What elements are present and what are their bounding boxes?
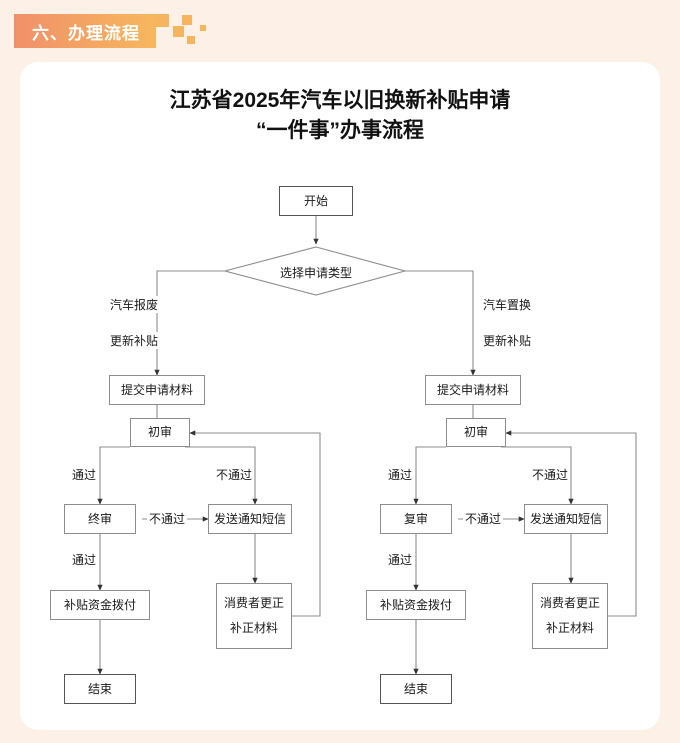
decision-diamond [222,246,408,296]
node-start[interactable]: 开始 [279,186,353,216]
node-right-second-review[interactable]: 复审 [380,504,452,534]
deco-square-5 [200,25,206,31]
node-left-correction-line-1: 消费者更正 [223,596,284,610]
node-right-correction[interactable]: 消费者更正 补正材料 [532,583,608,649]
edge-label-left-fail-1: 不通过 [214,466,255,483]
node-right-correction-line-2: 补正材料 [545,621,594,635]
node-right-first-review[interactable]: 初审 [446,418,506,447]
node-left-correction-line-2: 补正材料 [229,621,278,635]
edge-label-right-branch-1: 汽车置换 [481,296,534,313]
node-left-end[interactable]: 结束 [64,674,136,704]
edge-label-right-fail-2: 不通过 [463,510,504,527]
edge-label-left-pass-1: 通过 [70,466,99,483]
node-right-payout[interactable]: 补贴资金拨付 [366,590,466,620]
edge-label-right-fail-1: 不通过 [530,466,571,483]
node-left-first-review[interactable]: 初审 [130,418,190,447]
deco-square-4 [187,36,195,44]
page-title-line-2: “一件事”办事流程 [256,119,424,142]
edge-label-left-branch-1: 汽车报废 [108,296,161,313]
page-title: 江苏省2025年汽车以旧换新补贴申请 “一件事”办事流程 [20,86,660,146]
flowchart-canvas: 开始 选择申请类型 汽车报废 更新补贴 汽车置换 更新补贴 提交申请材料 初审 … [20,62,660,730]
edge-label-right-pass-2: 通过 [386,551,415,568]
node-left-submit[interactable]: 提交申请材料 [109,375,205,405]
section-badge: 六、办理流程 [14,14,156,48]
edge-label-right-branch-2: 更新补贴 [481,332,534,349]
badge-decoration-squares [156,14,216,48]
node-right-sms[interactable]: 发送通知短信 [524,504,608,534]
deco-square-3 [182,15,192,25]
edge-label-right-pass-1: 通过 [386,466,415,483]
node-left-correction[interactable]: 消费者更正 补正材料 [216,583,292,649]
node-decision[interactable]: 选择申请类型 [279,266,352,280]
edge-label-left-pass-2: 通过 [70,551,99,568]
section-header: 六、办理流程 [14,14,216,48]
page-title-line-1: 江苏省2025年汽车以旧换新补贴申请 [169,89,511,112]
edge-label-left-branch-2: 更新补贴 [108,332,161,349]
edge-label-left-fail-2: 不通过 [147,510,188,527]
section-badge-label: 六、办理流程 [32,23,140,43]
deco-square-1 [156,14,169,27]
node-right-correction-line-1: 消费者更正 [539,596,600,610]
flowchart-card: 江苏省2025年汽车以旧换新补贴申请 “一件事”办事流程 [20,62,660,730]
node-right-submit[interactable]: 提交申请材料 [425,375,521,405]
node-left-second-review[interactable]: 终审 [64,504,136,534]
deco-square-2 [173,26,184,37]
node-right-end[interactable]: 结束 [380,674,452,704]
node-left-payout[interactable]: 补贴资金拨付 [50,590,150,620]
node-left-sms[interactable]: 发送通知短信 [208,504,292,534]
